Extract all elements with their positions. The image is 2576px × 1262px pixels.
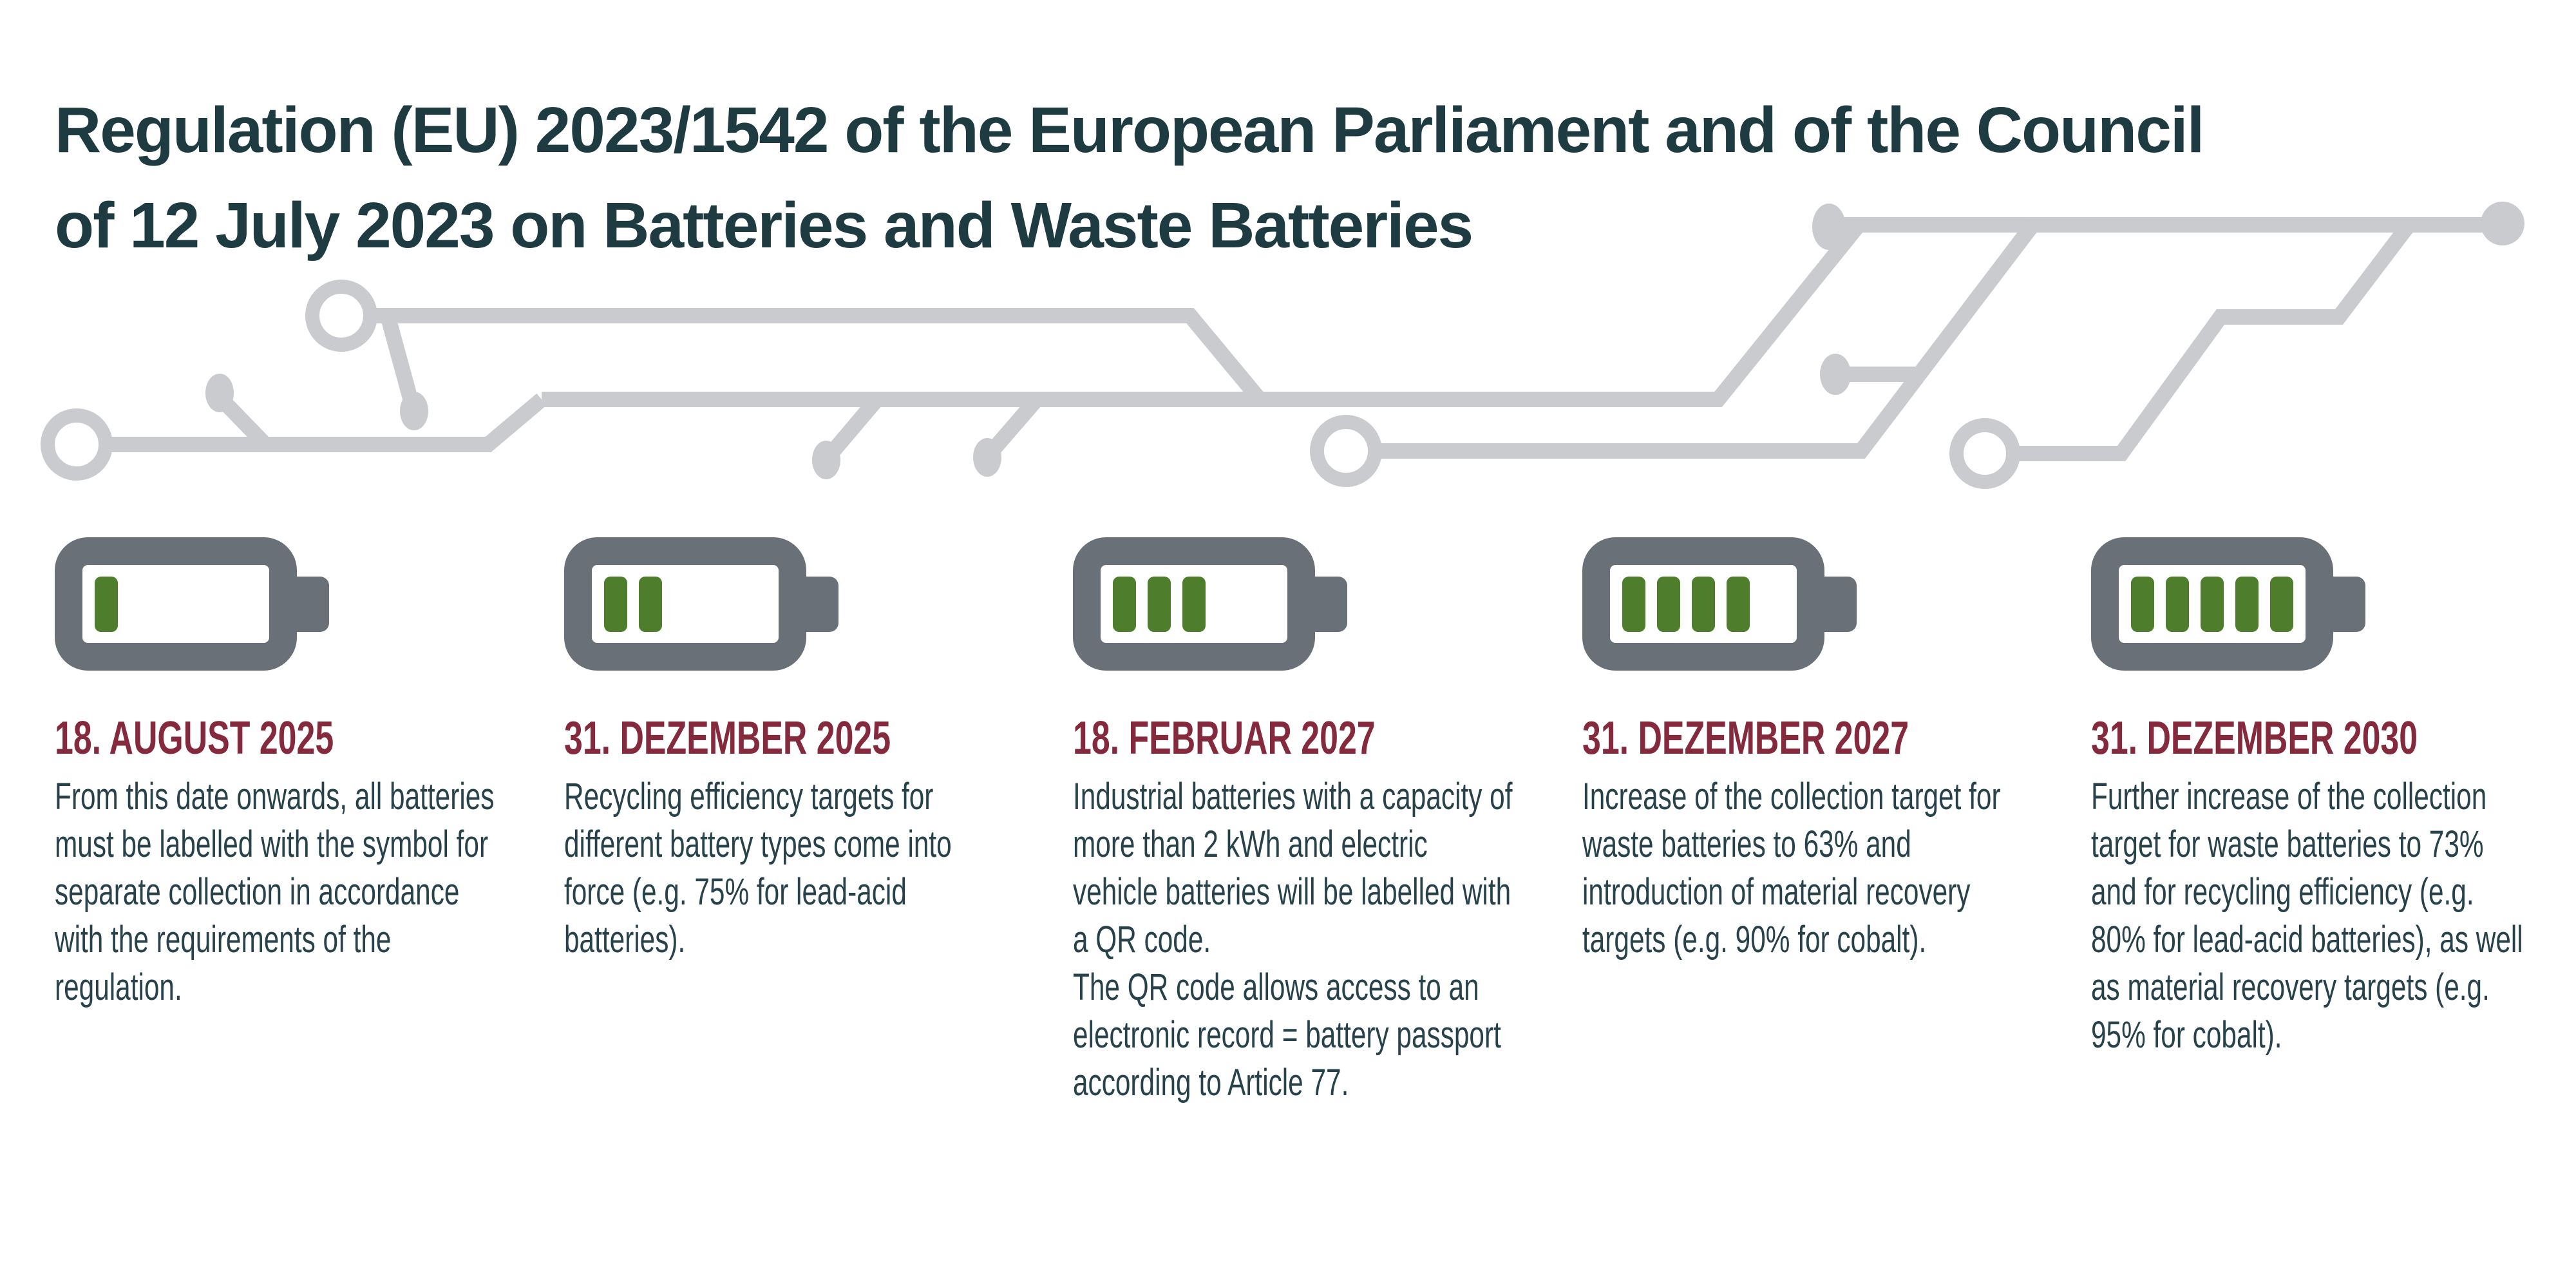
timeline-item: 18. FEBRUAR 2027 Industrial batteries wi… bbox=[1073, 537, 1524, 1107]
milestone-date: 31. DEZEMBER 2027 bbox=[1582, 712, 1909, 764]
trace-bottom-left bbox=[111, 393, 547, 452]
battery-charge-icon bbox=[55, 537, 329, 671]
node-ring bbox=[1949, 418, 2020, 489]
battery-charge-icon bbox=[1073, 537, 1347, 671]
battery-charge-icon bbox=[1582, 537, 1857, 671]
trace-stub-2 bbox=[380, 313, 419, 403]
trace-stub-3 bbox=[827, 396, 882, 456]
node-ring bbox=[1310, 415, 1382, 487]
solder-dot bbox=[1820, 354, 1851, 395]
solder-dot bbox=[973, 438, 1001, 477]
solder-dot bbox=[812, 441, 840, 479]
milestone-description: Further increase of the collection targe… bbox=[2091, 776, 2523, 1056]
milestone-date: 18. FEBRUAR 2027 bbox=[1073, 712, 1376, 764]
battery-charge-icon bbox=[2091, 537, 2365, 671]
page-title-line2: of 12 July 2023 on Batteries and Waste B… bbox=[55, 189, 1473, 262]
timeline-item: 31. DEZEMBER 2027 Increase of the collec… bbox=[1582, 537, 2033, 964]
milestone-date: 31. DEZEMBER 2030 bbox=[2091, 712, 2418, 764]
page-title-line1: Regulation (EU) 2023/1542 of the Europea… bbox=[55, 94, 2204, 166]
timeline-item: 31. DEZEMBER 2025 Recycling efficiency t… bbox=[564, 537, 1015, 964]
milestone-description: Recycling efficiency targets for differe… bbox=[564, 776, 952, 961]
trace-stub-4 bbox=[988, 396, 1042, 454]
page-title: Regulation (EU) 2023/1542 of the Europea… bbox=[55, 82, 2566, 273]
milestone-date: 31. DEZEMBER 2025 bbox=[564, 712, 891, 764]
solder-dot bbox=[400, 392, 428, 430]
timeline-item: 18. AUGUST 2025 From this date onwards, … bbox=[55, 537, 506, 1011]
milestone-description: Increase of the collection target for wa… bbox=[1582, 776, 2001, 961]
trace-top-left bbox=[376, 308, 1266, 405]
milestone-date: 18. AUGUST 2025 bbox=[55, 712, 334, 764]
trace-stub-1 bbox=[221, 399, 271, 450]
battery-charge-icon bbox=[564, 537, 838, 671]
node-ring bbox=[305, 280, 377, 352]
node-ring bbox=[41, 408, 113, 481]
milestone-description: From this date onwards, all batteries mu… bbox=[55, 776, 495, 1008]
timeline-item: 31. DEZEMBER 2030 Further increase of th… bbox=[2091, 537, 2542, 1059]
milestone-description: Industrial batteries with a capacity of … bbox=[1073, 776, 1513, 1104]
solder-dot bbox=[205, 374, 234, 412]
